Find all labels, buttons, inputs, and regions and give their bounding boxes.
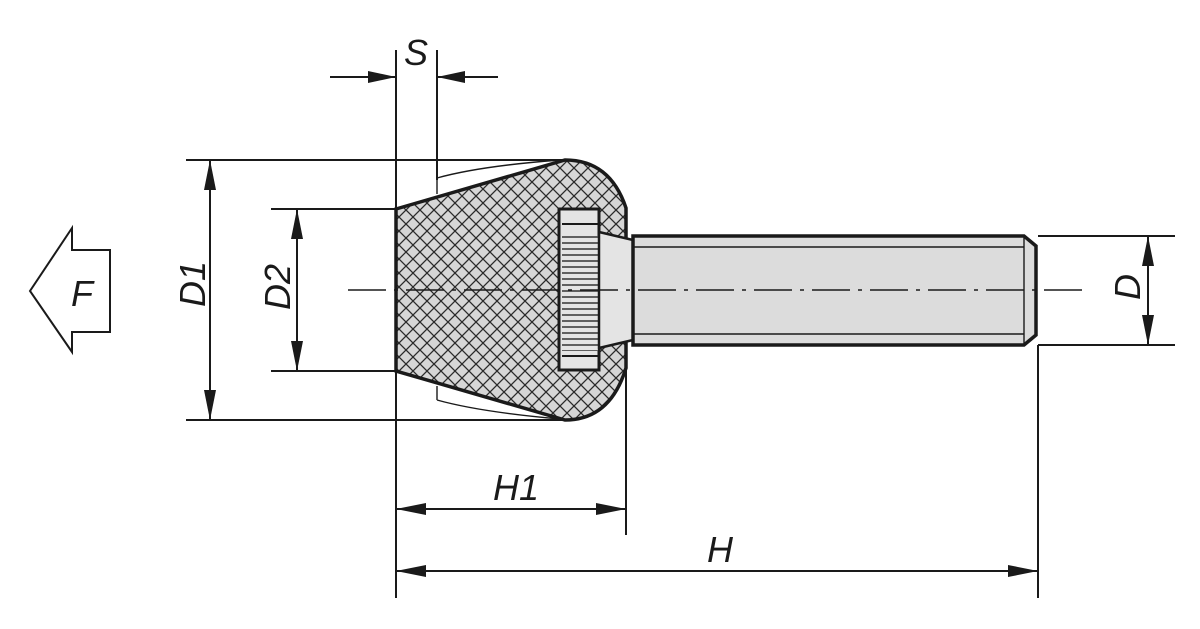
dim-h1-label: H1: [493, 467, 539, 508]
dim-d-label: D: [1107, 274, 1148, 300]
dim-h-label: H: [707, 529, 734, 570]
dim-d2-label: D2: [257, 264, 298, 310]
force-arrow: F: [28, 224, 111, 356]
extension-lines: [186, 50, 1175, 598]
dimension-h1: H1: [396, 467, 626, 515]
dimension-d: D: [1107, 236, 1154, 345]
dimension-d1: D1: [172, 160, 216, 420]
dimension-d2: D2: [257, 209, 303, 371]
force-label: F: [71, 273, 95, 314]
dim-s-label: S: [404, 32, 428, 73]
dimension-s: S: [330, 32, 498, 83]
dimension-h: H: [396, 529, 1038, 577]
dim-d1-label: D1: [172, 261, 213, 307]
